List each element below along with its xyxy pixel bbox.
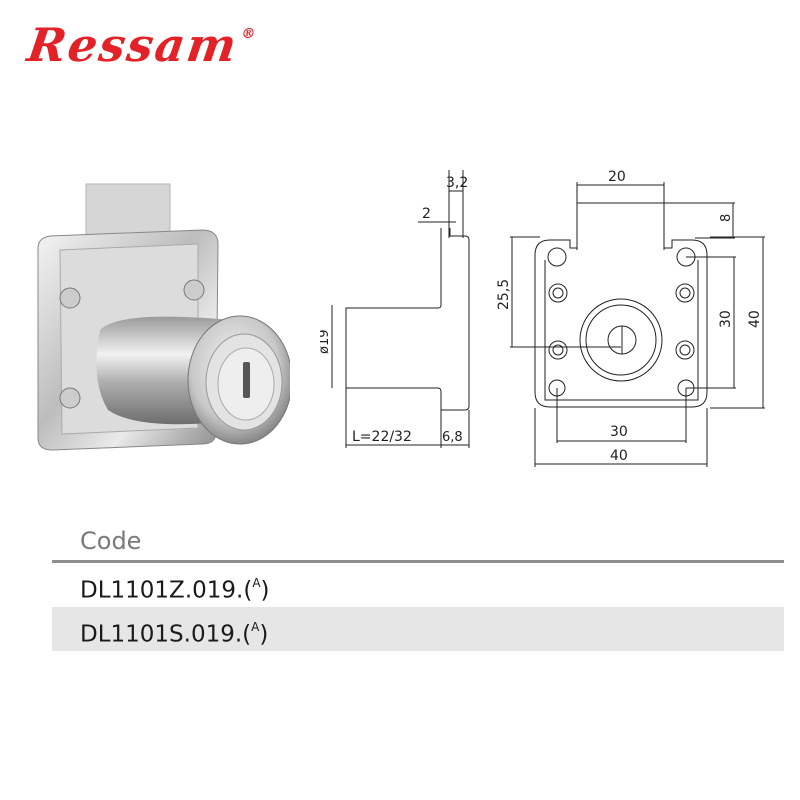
dim-body-label: 6,8 xyxy=(442,430,463,445)
code-close: ) xyxy=(259,621,269,648)
side-view-drawing: 3,2 2 ø19 L=22/32 6,8 xyxy=(320,170,470,448)
dim-hole-v-label: 30 xyxy=(718,310,734,328)
code-table-header: Code xyxy=(52,522,784,563)
code-close: ) xyxy=(260,577,270,604)
brand-logo: Ressam® xyxy=(24,18,259,72)
dim-total-v-label: 40 xyxy=(747,310,763,328)
dim-total-h-label: 40 xyxy=(610,448,628,464)
dim-plate-label: 2 xyxy=(422,206,431,222)
code-variant-sup: A xyxy=(251,620,260,634)
dim-top-label: 3,2 xyxy=(446,175,468,191)
dim-length-label: L=22/32 xyxy=(352,429,412,445)
dim-hole-h-label: 30 xyxy=(610,424,628,440)
code-value: DL1101Z.019.( xyxy=(80,577,253,604)
dim-center-label: 25,5 xyxy=(496,279,512,310)
table-row: DL1101Z.019.(A) xyxy=(52,563,784,607)
front-view-drawing: 20 8 25,5 30 40 30 40 xyxy=(496,169,765,467)
dim-bolt-height-label: 8 xyxy=(719,214,734,222)
brand-name: Ressam xyxy=(24,18,242,72)
dim-bolt-width-label: 20 xyxy=(608,169,626,185)
code-variant-sup: A xyxy=(252,576,261,590)
registered-mark: ® xyxy=(240,26,259,42)
product-photo xyxy=(37,183,290,451)
table-row: DL1101S.019.(A) xyxy=(52,607,784,651)
code-value: DL1101S.019.( xyxy=(80,621,252,648)
dim-diameter-label: ø19 xyxy=(320,330,332,355)
code-table: Code DL1101Z.019.(A) DL1101S.019.(A) xyxy=(52,522,784,651)
